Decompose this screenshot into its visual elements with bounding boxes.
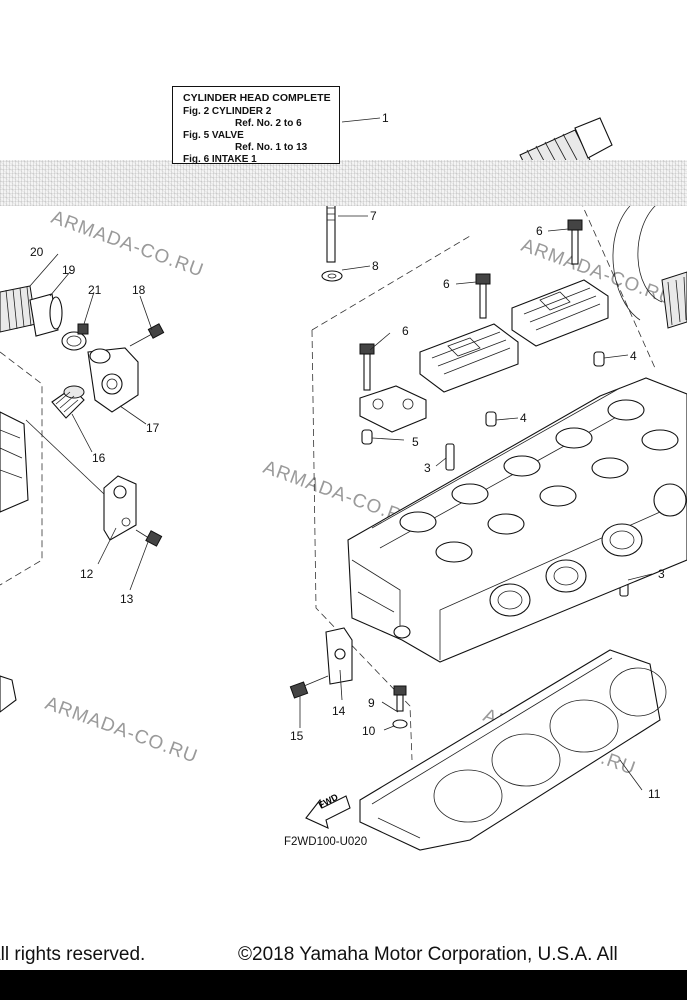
callout-6: 6 (443, 277, 450, 291)
callout-12: 12 (80, 567, 94, 581)
legend-line: Fig. 5 VALVE (183, 130, 244, 141)
scan-noise-band (0, 160, 687, 206)
left-head-fragment (0, 411, 29, 713)
legend-line: Ref. No. 2 to 6 (235, 118, 302, 129)
bolt-18 (129, 323, 165, 347)
watermark: ARMADA-CO.RU (42, 693, 200, 768)
callout-4: 4 (520, 411, 527, 425)
fwd-arrow-icon (305, 795, 351, 829)
leader-lines (25, 117, 653, 791)
copyright-text: ©2018 Yamaha Motor Corporation, U.S.A. A… (238, 944, 618, 965)
callout-5: 5 (412, 435, 419, 449)
callout-19: 19 (62, 263, 76, 277)
bolt-13 (135, 529, 163, 547)
legend-line: Ref. No. 1 to 13 (235, 142, 308, 153)
callout-11: 11 (648, 787, 661, 801)
callout-1: 1 (382, 111, 389, 125)
plug-3 (445, 443, 455, 471)
callout-numbers: 1 7 8 6 6 6 4 4 5 3 3 20 19 21 18 17 16 … (30, 111, 665, 801)
callout-14: 14 (332, 704, 346, 718)
bolt-9 (393, 685, 407, 712)
bracket-14 (325, 627, 353, 685)
rights-text: All rights reserved. (0, 944, 146, 965)
hose-19-20 (0, 285, 63, 337)
cam-journals (399, 399, 679, 563)
port-openings (489, 483, 687, 617)
thermostat-16 (51, 385, 85, 419)
diagram-code: F2WD100-U020 (284, 836, 368, 848)
washer-8 (321, 270, 343, 282)
callout-4: 4 (630, 349, 637, 363)
callout-3: 3 (658, 567, 665, 581)
callout-6: 6 (536, 224, 543, 238)
washer-10 (392, 719, 408, 729)
hose-right (612, 199, 687, 329)
legend-line: Fig. 6 INTAKE 1 (183, 154, 257, 164)
stud-bolt-7 (326, 199, 336, 263)
callout-6: 6 (402, 324, 409, 338)
callout-10: 10 (362, 724, 376, 738)
bolt-6 (475, 273, 491, 319)
cam-cap-mid (419, 323, 519, 393)
thermostat-housing-17 (87, 347, 139, 413)
callout-9: 9 (368, 696, 375, 710)
legend-title: CYLINDER HEAD COMPLETE (183, 92, 331, 104)
callout-15: 15 (290, 729, 304, 743)
bracket-12 (103, 475, 137, 541)
footer-bar (0, 970, 687, 1000)
cylinder-head-main (347, 377, 687, 663)
callout-13: 13 (120, 592, 134, 606)
dowel-5 (361, 429, 373, 445)
clamp-21 (61, 323, 89, 351)
callout-7: 7 (370, 209, 377, 223)
legend-line: Fig. 2 CYLINDER 2 (183, 106, 272, 117)
callout-16: 16 (92, 451, 106, 465)
cam-cap-small (359, 385, 427, 433)
dowel-4 (593, 351, 605, 367)
callout-18: 18 (132, 283, 146, 297)
legend-box: CYLINDER HEAD COMPLETE Fig. 2 CYLINDER 2… (172, 86, 340, 164)
callout-3: 3 (424, 461, 431, 475)
callout-8: 8 (372, 259, 379, 273)
dowel-4 (485, 411, 497, 427)
head-gasket-11 (359, 649, 667, 851)
assembly-outline-left (0, 351, 43, 586)
bolt-6 (567, 219, 583, 265)
callout-21: 21 (88, 283, 102, 297)
bolt-15 (289, 675, 329, 699)
bolt-6 (359, 343, 375, 391)
cam-cap-right (511, 279, 609, 347)
callout-17: 17 (146, 421, 160, 435)
callout-20: 20 (30, 245, 44, 259)
